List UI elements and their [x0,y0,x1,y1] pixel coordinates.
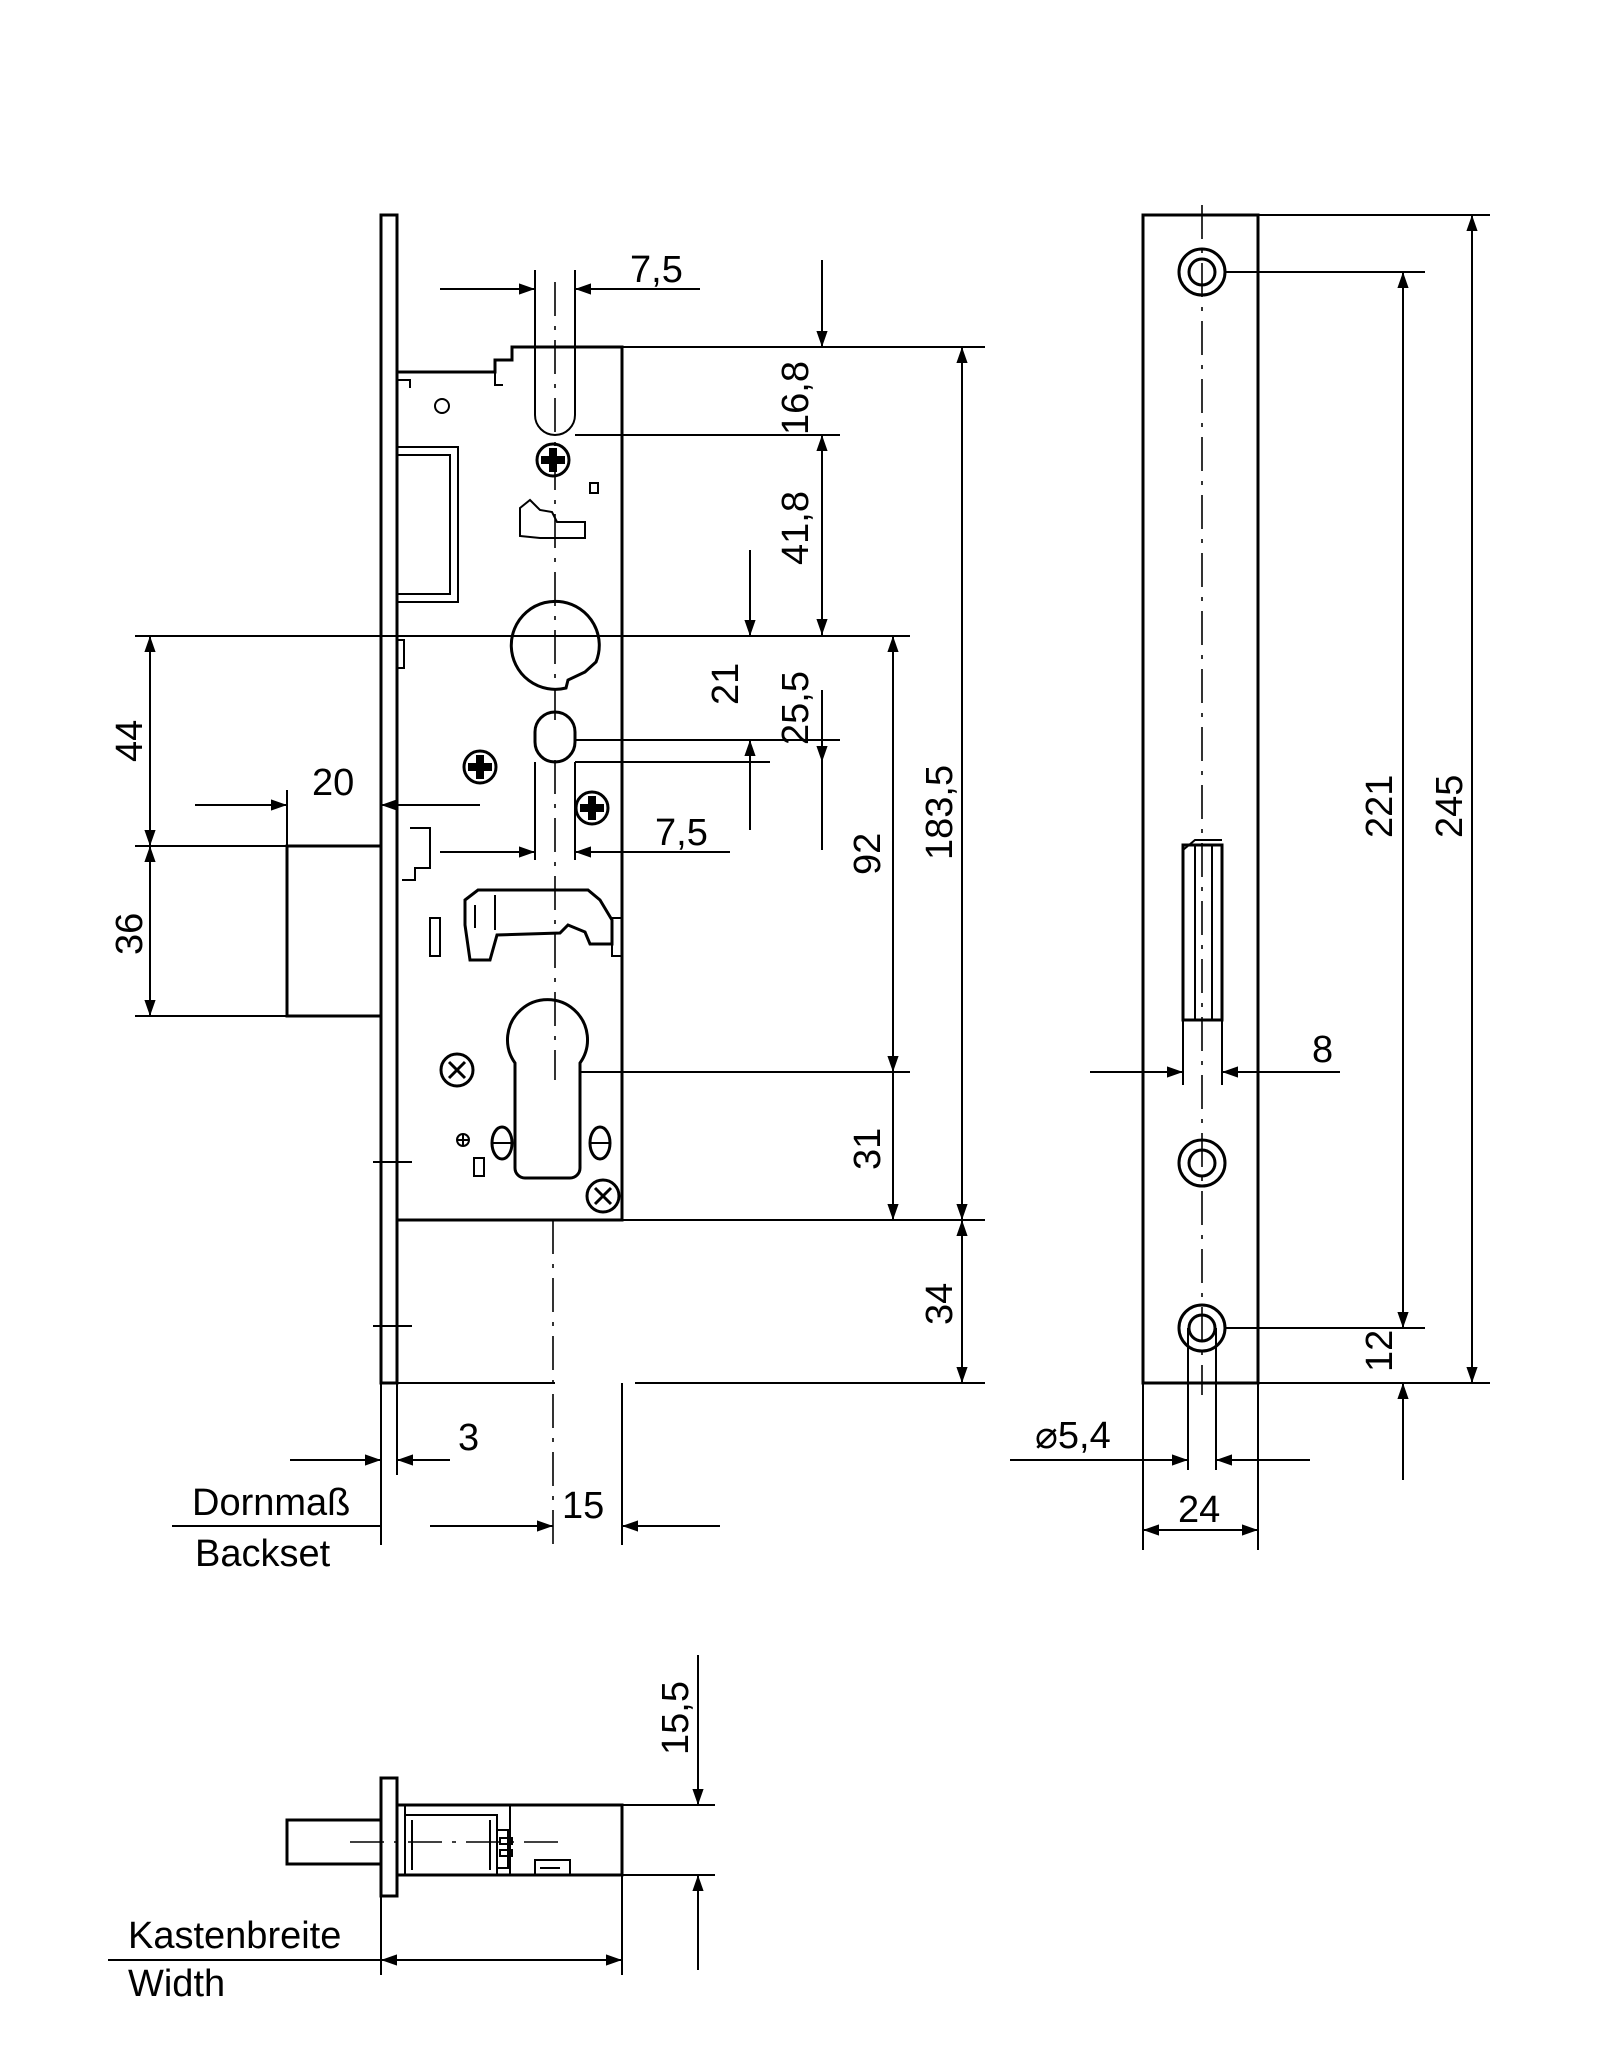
screw-cross-icon [439,1052,475,1088]
screw-icon [535,442,571,478]
screw-icon [462,749,498,785]
label-backset-de: Dornmaß [192,1482,350,1524]
dim-41-8: 41,8 [775,491,817,565]
dim-92: 92 [847,833,889,875]
dim-21: 21 [705,663,747,705]
dim-221: 221 [1359,775,1401,838]
screw-icon [574,790,610,826]
dim-16-8: 16,8 [775,361,817,435]
dim-34: 34 [919,1283,961,1325]
label-width-de: Kastenbreite [128,1915,341,1957]
dim-3: 3 [458,1417,479,1459]
front-view-dimensions: 7,5 16,8 41,8 21 25,5 183,5 92 31 [109,249,985,1575]
dim-245: 245 [1429,775,1471,838]
dim-7-5-mid: 7,5 [655,812,708,854]
label-backset-en: Backset [195,1533,331,1575]
dim-183-5: 183,5 [919,765,961,860]
screw-cross-icon [585,1178,621,1214]
label-width-en: Width [128,1963,225,2005]
dim-31: 31 [847,1128,889,1170]
faceplate-side-view [1141,205,1260,1395]
dim-20: 20 [312,762,354,804]
dim-25-5: 25,5 [775,671,817,745]
dim-12: 12 [1359,1330,1401,1372]
dim-7-5-top: 7,5 [630,249,683,291]
lock-front-view [285,213,624,1550]
faceplate-dimensions: 245 221 12 8 ⌀5,4 24 [1010,214,1490,1550]
dim-15-5: 15,5 [655,1681,697,1755]
dim-15: 15 [562,1485,604,1527]
dim-8: 8 [1312,1029,1333,1071]
dim-36: 36 [109,913,151,955]
dim-diameter-5-4: ⌀5,4 [1035,1415,1111,1457]
lock-top-view [285,1776,624,1898]
dim-24: 24 [1178,1489,1220,1531]
top-view-dimensions: 15,5 Kastenbreite Width [108,1655,715,2005]
dim-44: 44 [109,720,151,762]
